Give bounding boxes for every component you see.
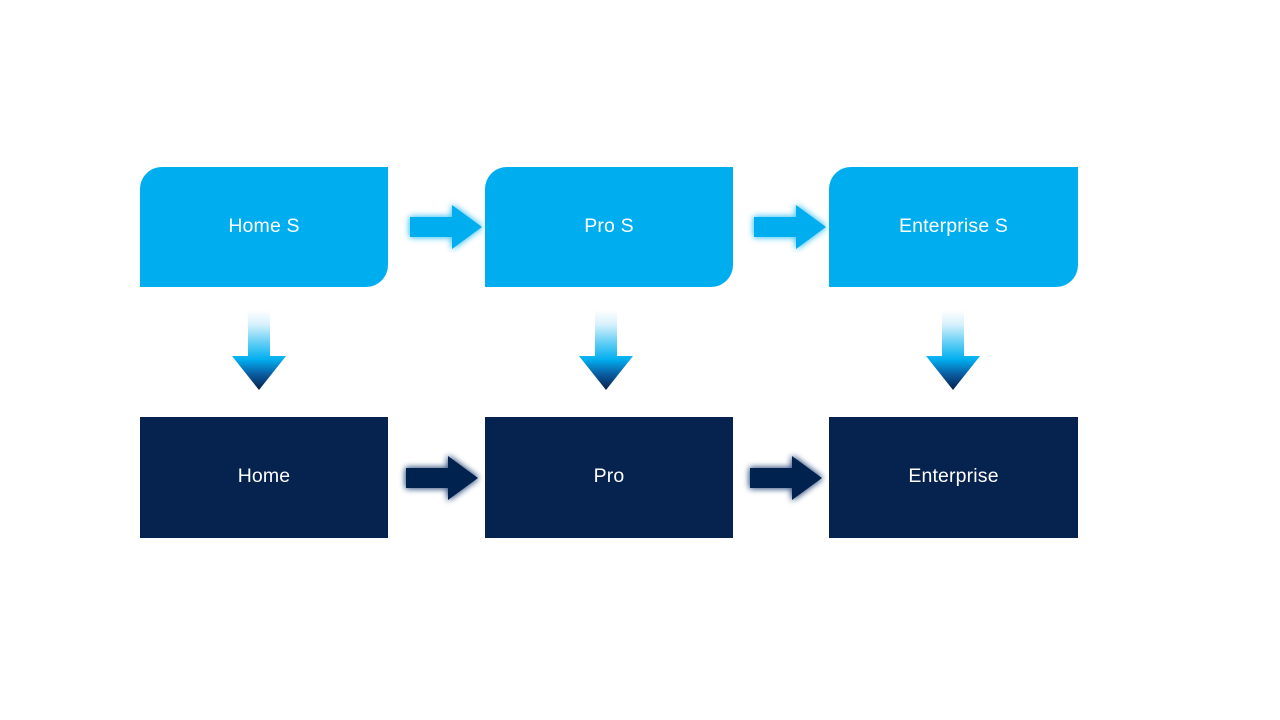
arrow-down-icon-1	[228, 308, 290, 392]
arrow-right-icon-product-1	[404, 454, 480, 502]
node-pro-s[interactable]: Pro S	[485, 167, 733, 287]
arrow-down-icon-3	[922, 308, 984, 392]
node-label-pro: Pro	[593, 465, 625, 488]
node-home-s[interactable]: Home S	[140, 167, 388, 287]
node-label-pro-s: Pro S	[584, 214, 634, 237]
arrow-right-icon-service-2	[752, 203, 828, 251]
arrow-right-icon-service-1	[408, 203, 484, 251]
node-label-enterprise: Enterprise	[908, 465, 999, 488]
node-label-enterprise-s: Enterprise S	[898, 214, 1009, 237]
node-label-home: Home	[237, 465, 291, 488]
arrow-right-icon-product-2	[748, 454, 824, 502]
arrow-down-icon-2	[575, 308, 637, 392]
node-label-home-s: Home S	[228, 214, 300, 237]
node-enterprise-s[interactable]: Enterprise S	[829, 167, 1078, 287]
node-home[interactable]: Home	[140, 417, 388, 538]
node-enterprise[interactable]: Enterprise	[829, 417, 1078, 538]
node-pro[interactable]: Pro	[485, 417, 733, 538]
